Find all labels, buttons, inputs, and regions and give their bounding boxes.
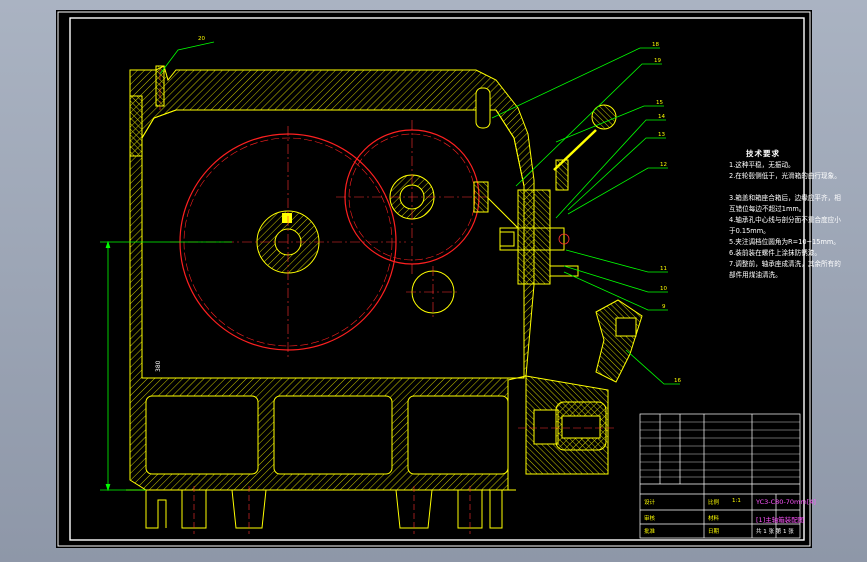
callout-15: 15 xyxy=(656,100,663,106)
drawing-designation: YC3-C80-70mm[4] xyxy=(756,498,816,506)
tech-req-5: 5.夹注调档位圆角为R=10~15mm。 xyxy=(729,238,840,246)
base-feet xyxy=(126,489,516,529)
scale-value: 1:1 xyxy=(732,498,741,504)
dimension-label: 380 xyxy=(155,360,162,372)
designer-label: 设计 xyxy=(644,500,656,506)
inner-border xyxy=(69,17,805,541)
tech-req-7: 7.调整前，轴承座成清洗，其余所有的部件用煤油清洗。 xyxy=(729,260,841,279)
tech-req-1: 1.这种平稳，无振动。 xyxy=(729,161,795,169)
foot-centerlines xyxy=(193,486,471,534)
callout-19: 19 xyxy=(654,58,661,64)
top-slot-right xyxy=(475,87,491,129)
callout-9: 9 xyxy=(662,304,666,310)
callout-18: 18 xyxy=(652,42,659,48)
title-block-rows xyxy=(640,421,800,478)
callout-16: 16 xyxy=(674,378,681,384)
approver-label: 批准 xyxy=(644,529,656,535)
assembly-drawing xyxy=(57,11,811,547)
callout-20: 20 xyxy=(198,36,205,42)
leader-lines xyxy=(159,41,680,385)
tech-req-4: 4.轴承孔中心线与剖分面不重合度应小于0.15mm。 xyxy=(729,216,841,235)
lower-pocket-2 xyxy=(273,395,393,475)
tech-req-2: 2.在轮毂侧低于，光滑箱的由行现象。 xyxy=(729,172,841,180)
dimension-380 xyxy=(100,240,232,492)
housing-rib-left xyxy=(129,95,143,157)
lower-pocket-1 xyxy=(145,395,259,475)
tech-req-3: 3.箱盖和箱座合箱后，边缘应平齐，相 互错位每边不超过1mm。 xyxy=(729,194,841,213)
title-block xyxy=(639,413,801,539)
fork-mechanism xyxy=(518,299,643,475)
outer-border xyxy=(57,11,811,547)
callout-13: 13 xyxy=(658,132,665,138)
scale-label: 比例 xyxy=(708,500,720,506)
tech-requirements-title: 技术要求 xyxy=(746,149,780,158)
checker-label: 审核 xyxy=(644,516,656,522)
date-label: 日期 xyxy=(708,529,720,535)
callout-14: 14 xyxy=(658,114,665,120)
callout-10: 10 xyxy=(660,286,667,292)
sheet-info: 共 1 张 第 1 张 xyxy=(756,529,794,535)
material-label: 材料 xyxy=(708,516,720,522)
callout-12: 12 xyxy=(660,162,667,168)
drawing-name: [1]主轴箱装配图 xyxy=(756,516,805,524)
drawing-sheet: 380 20 18 19 15 14 13 12 11 10 9 16 技术要求… xyxy=(56,10,841,548)
shift-mechanism xyxy=(473,104,617,285)
callout-11: 11 xyxy=(660,266,667,272)
housing-inner-edge xyxy=(141,109,525,379)
lower-pocket-3 xyxy=(407,395,509,475)
large-gear-key xyxy=(282,213,292,223)
tech-req-6: 6.装前装在螺件上涂抹防锈漆。 xyxy=(729,249,822,257)
